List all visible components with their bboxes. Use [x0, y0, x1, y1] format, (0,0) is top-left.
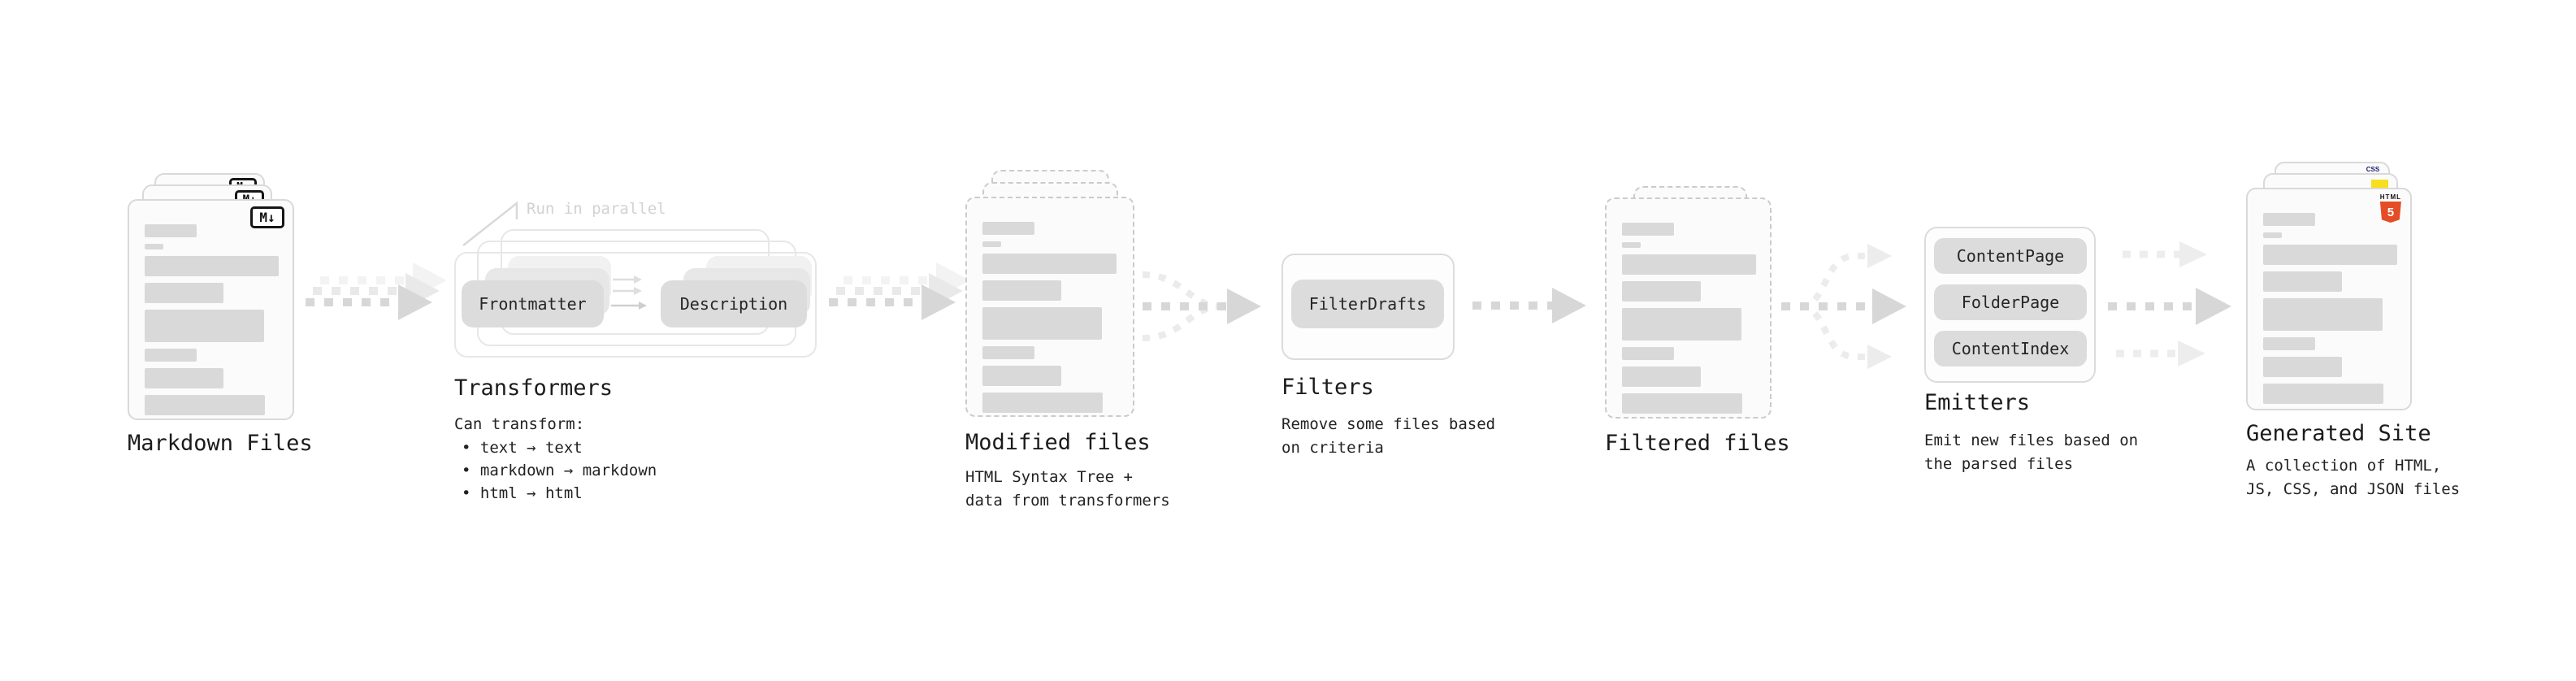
folder-page-pill-label: FolderPage — [1961, 293, 2060, 312]
transformer-container-front — [454, 252, 817, 358]
skeleton-bar — [982, 241, 1001, 247]
html5-icon-shield: 5 — [2379, 202, 2401, 223]
markdown-files-label: Markdown Files — [128, 431, 313, 456]
transform-bullet: • html → html — [462, 484, 583, 502]
filtered-files-label: Filtered files — [1605, 431, 1790, 456]
modified-file-card-front — [965, 197, 1134, 417]
transform-bullet: • markdown → markdown — [462, 462, 657, 479]
transformers-bullet-list: • text → text • markdown → markdown • ht… — [462, 436, 657, 505]
skeleton-bar — [982, 280, 1061, 301]
skeleton-bar — [145, 368, 223, 388]
arrow-transformers-to-modified — [829, 262, 969, 320]
document-skeleton — [2263, 213, 2397, 404]
skeleton-bar — [1622, 393, 1742, 414]
skeleton-bar — [2263, 384, 2383, 404]
skeleton-bar — [145, 310, 264, 342]
filters-desc: Remove some files based on criteria — [1281, 415, 1496, 457]
generated-site-desc: A collection of HTML, JS, CSS, and JSON … — [2246, 457, 2461, 498]
skeleton-bar — [982, 366, 1061, 386]
generated-site-label: Generated Site — [2246, 421, 2431, 446]
description-pill: Description — [661, 280, 807, 327]
filter-drafts-pill: FilterDrafts — [1291, 280, 1444, 328]
arrow-modified-to-filters-merge — [1142, 271, 1261, 341]
markdown-icon: M↓ — [250, 206, 284, 228]
skeleton-bar — [145, 224, 197, 237]
skeleton-bar — [2263, 232, 2282, 238]
skeleton-bar — [2263, 337, 2315, 350]
parallel-note: Run in parallel — [527, 200, 666, 218]
skeleton-bar — [2263, 245, 2397, 265]
skeleton-bar — [145, 256, 279, 276]
modified-files-desc: HTML Syntax Tree + data from transformer… — [965, 468, 1170, 510]
document-skeleton — [982, 222, 1117, 413]
html5-icon: HTML 5 — [2380, 193, 2401, 223]
skeleton-bar — [1622, 223, 1674, 236]
skeleton-bar — [145, 395, 265, 415]
frontmatter-pill: Frontmatter — [462, 280, 604, 327]
skeleton-bar — [145, 349, 197, 362]
javascript-icon — [2371, 180, 2388, 189]
filter-drafts-pill-label: FilterDrafts — [1308, 294, 1427, 314]
markdown-file-card-front: M↓ — [128, 199, 294, 420]
folder-page-pill: FolderPage — [1934, 284, 2087, 320]
skeleton-bar — [982, 307, 1102, 340]
content-page-pill-label: ContentPage — [1956, 246, 2065, 266]
skeleton-bar — [2263, 213, 2315, 226]
content-index-pill-label: ContentIndex — [1951, 339, 2070, 358]
skeleton-bar — [1622, 281, 1701, 301]
html5-icon-caption: HTML — [2379, 193, 2401, 201]
skeleton-bar — [2263, 357, 2342, 377]
skeleton-bar — [2263, 271, 2342, 292]
skeleton-bar — [982, 393, 1103, 413]
modified-files-label: Modified files — [965, 430, 1151, 455]
skeleton-bar — [1622, 242, 1641, 248]
arrows-emitters-to-site — [2108, 241, 2231, 367]
frontmatter-pill-label: Frontmatter — [479, 294, 587, 314]
arrow-filters-to-filtered — [1472, 288, 1586, 323]
markdown-icon-label: M↓ — [259, 210, 275, 225]
html5-icon-number: 5 — [2387, 205, 2395, 219]
arrow-filtered-to-emitters-diverge — [1781, 244, 1906, 369]
skeleton-bar — [982, 254, 1117, 274]
content-index-pill: ContentIndex — [1934, 331, 2087, 367]
transformers-desc-heading: Can transform: — [454, 415, 585, 433]
skeleton-bar — [982, 346, 1034, 359]
skeleton-bar — [2263, 298, 2383, 331]
skeleton-bar — [982, 222, 1034, 235]
filters-label: Filters — [1281, 375, 1374, 400]
skeleton-bar — [1622, 347, 1674, 360]
description-pill-label: Description — [679, 294, 788, 314]
emitters-desc: Emit new files based on the parsed files — [1924, 432, 2139, 473]
document-skeleton — [145, 224, 279, 415]
site-file-card-front: HTML 5 — [2246, 188, 2412, 410]
content-page-pill: ContentPage — [1934, 238, 2087, 274]
transformers-label: Transformers — [454, 375, 614, 401]
skeleton-bar — [145, 283, 223, 303]
emitters-label: Emitters — [1924, 390, 2031, 415]
transform-step-arrows — [611, 275, 647, 310]
css-icon-label: CSS — [2366, 166, 2380, 173]
skeleton-bar — [1622, 308, 1741, 340]
arrow-markdown-to-transformers — [306, 262, 445, 320]
skeleton-bar — [145, 244, 163, 249]
document-skeleton — [1622, 223, 1756, 414]
skeleton-bar — [1622, 367, 1701, 387]
skeleton-bar — [1622, 254, 1756, 275]
filtered-file-card-front — [1605, 197, 1772, 419]
parallel-note-leader-line — [462, 201, 518, 246]
transform-bullet: • text → text — [462, 439, 583, 457]
